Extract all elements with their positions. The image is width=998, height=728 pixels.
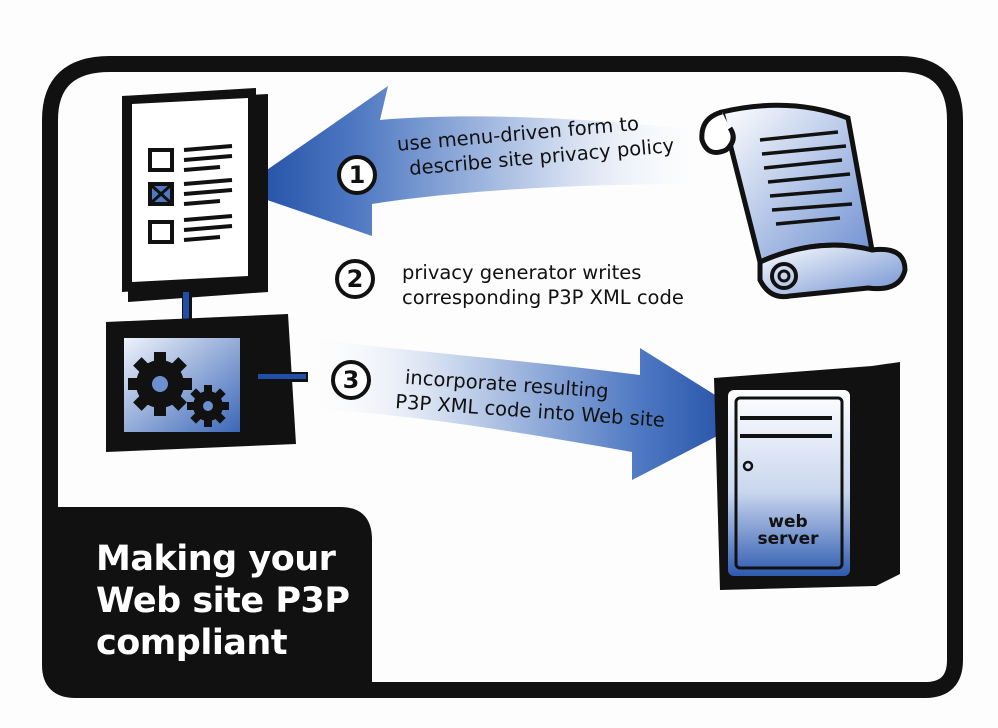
page-title: Making your Web site P3P compliant (96, 538, 376, 664)
server-label: web server (748, 514, 828, 548)
server-label-line-1: web (768, 512, 808, 532)
step-2-line-2: corresponding P3P XML code (402, 286, 684, 309)
title-line-1: Making your (96, 539, 336, 579)
step-3-number: 3 (342, 366, 360, 394)
step-2-label: privacy generator writes corresponding P… (402, 260, 684, 310)
frame-border (42, 56, 963, 698)
web-server-icon (714, 362, 900, 590)
generator-gears-icon (106, 314, 308, 452)
step-2-line-1: privacy generator writes (402, 261, 642, 284)
title-line-3: compliant (96, 623, 288, 663)
arrow-step-3 (300, 338, 752, 480)
form-checklist-icon (122, 88, 268, 322)
server-label-line-2: server (757, 529, 819, 549)
step-2-number: 2 (346, 265, 364, 293)
step-1-number: 1 (348, 161, 366, 189)
title-panel (50, 507, 372, 690)
step-1-badge (337, 155, 377, 195)
step-2-badge (335, 259, 375, 299)
scroll-document-icon (699, 102, 908, 300)
step-3-badge (331, 360, 371, 400)
title-line-2: Web site P3P (96, 581, 350, 621)
arrow-step-1 (238, 86, 715, 236)
